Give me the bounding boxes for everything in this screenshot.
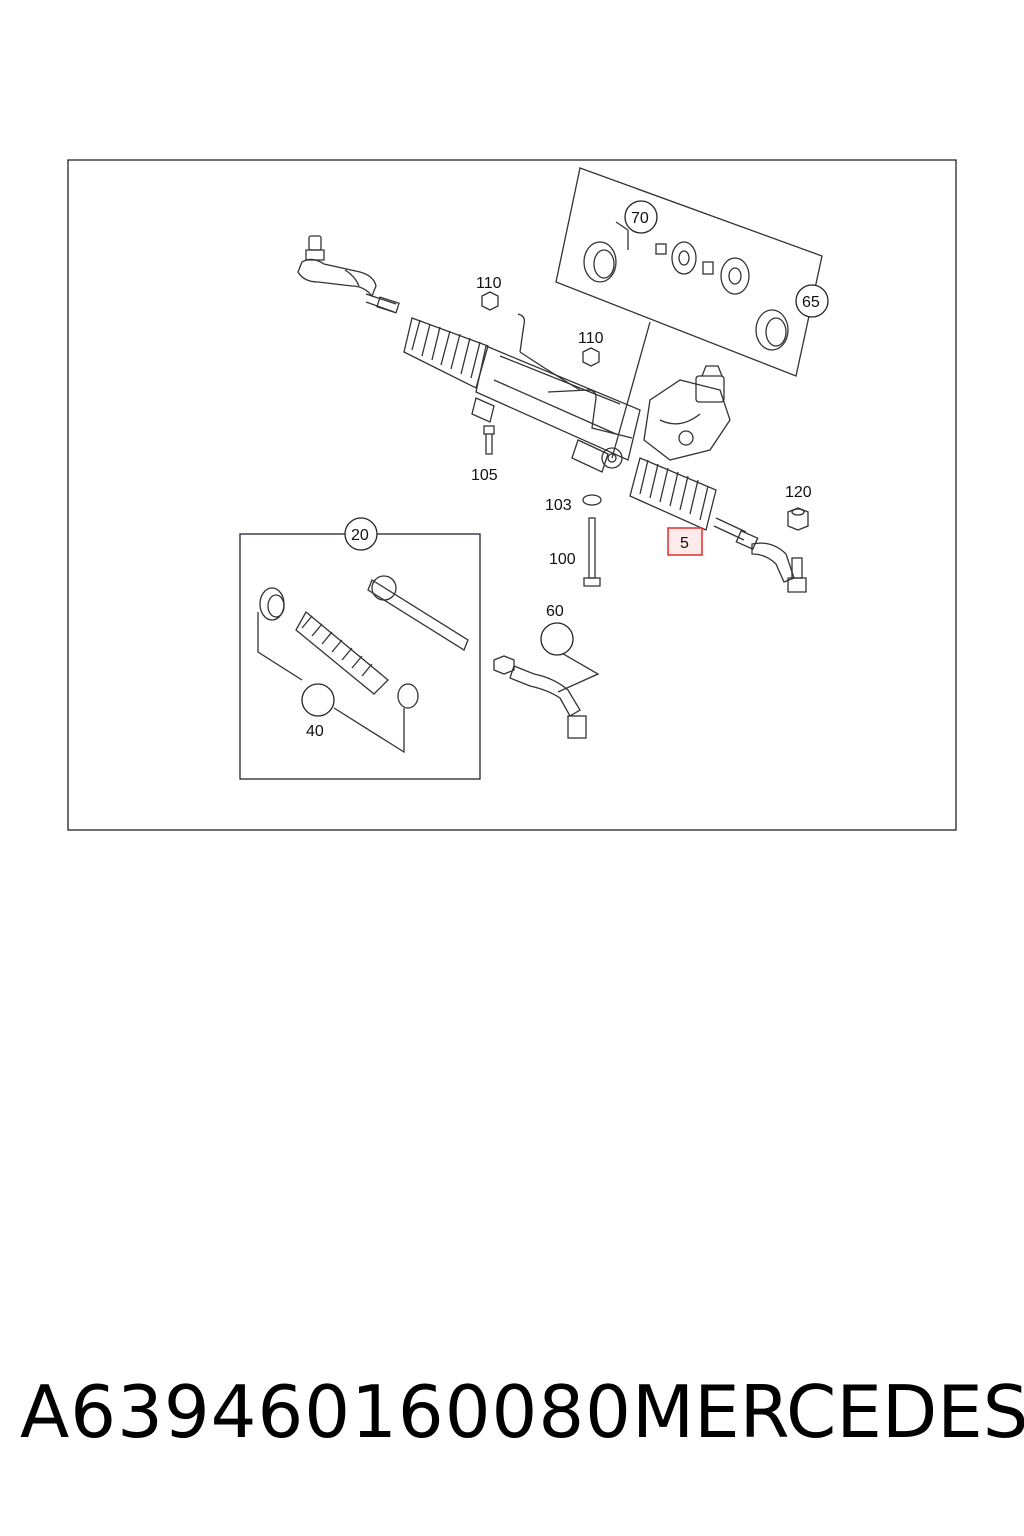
bolt-105: [483, 425, 495, 455]
kit-20-box: [239, 533, 481, 780]
callout-120: 120: [785, 484, 812, 501]
callout-70: 70: [631, 210, 649, 227]
tie-rod-end-60: [493, 651, 600, 739]
bolt-100: [583, 517, 601, 587]
callout-110-left: 110: [476, 275, 502, 292]
nut-110-right: [582, 347, 600, 367]
pinion-valve-housing: [643, 365, 731, 461]
callout-103: 103: [545, 497, 572, 514]
brand-name: MERCEDES: [632, 1370, 1024, 1454]
callout-65: 65: [802, 294, 820, 311]
nut-120: [787, 507, 809, 531]
callout-60: 60: [546, 603, 564, 620]
left-bellows: [403, 317, 489, 389]
callout-5[interactable]: 5: [680, 535, 689, 552]
rack-housing: [471, 313, 641, 473]
right-tie-rod-end: [713, 517, 807, 593]
steering-rack-diagram: 70 65 20 60 40 110 110 105 103 100 120 5: [67, 159, 957, 831]
callout-105: 105: [471, 467, 498, 484]
callout-100: 100: [549, 551, 576, 568]
footer: A639460160080 MERCEDES: [0, 1370, 1024, 1480]
callout-5-highlight[interactable]: [667, 527, 703, 556]
repair-kit-65-70: [555, 167, 823, 459]
callout-110-right: 110: [578, 330, 604, 347]
washer-103: [582, 494, 602, 506]
diagram-frame: [67, 159, 957, 831]
part-number: A639460160080: [20, 1370, 632, 1454]
nut-110-left: [481, 291, 499, 311]
left-tie-rod-end: [297, 235, 400, 314]
right-bellows: [629, 457, 717, 531]
callout-20: 20: [351, 527, 369, 544]
callout-40: 40: [306, 723, 324, 740]
